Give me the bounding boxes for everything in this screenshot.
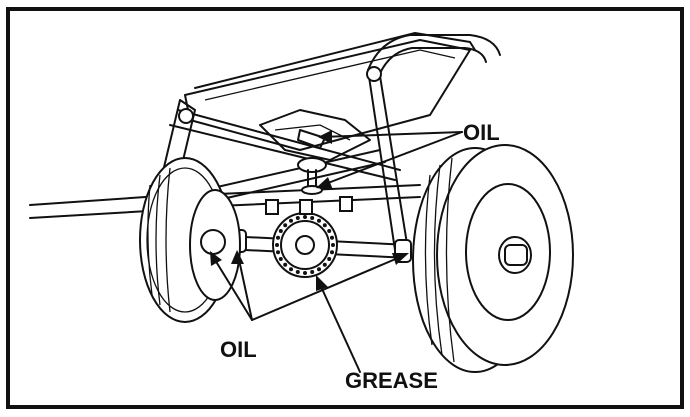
- grease-label: GREASE: [345, 368, 438, 393]
- right-wheel: [412, 144, 574, 373]
- grease-gear: [272, 212, 338, 278]
- figure-border: [6, 7, 684, 409]
- frame-bolts: [265, 196, 353, 215]
- leader-lines: [210, 130, 463, 373]
- oil-label-top: OIL: [463, 120, 500, 145]
- left-wheel: [139, 157, 241, 323]
- oil-fitting-top: [297, 129, 327, 195]
- oil-label-bottom: OIL: [220, 337, 257, 362]
